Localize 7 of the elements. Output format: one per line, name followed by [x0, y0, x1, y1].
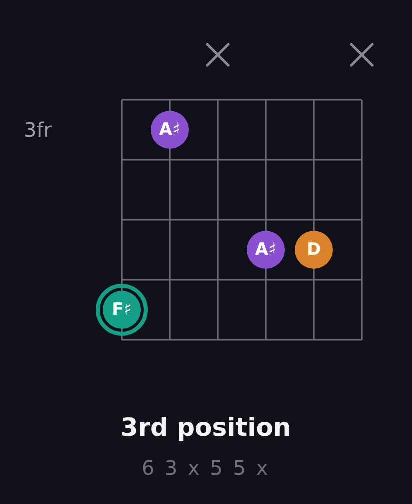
note-dot: F♯	[96, 284, 148, 336]
note-dot: D	[295, 231, 333, 269]
note-dot: A♯	[151, 111, 189, 149]
fret-number: 3fr	[24, 117, 52, 144]
title: 3rd position	[120, 412, 292, 444]
fingering-caption: 6 3 x 5 5 x	[140, 455, 272, 482]
note-dot: A♯	[247, 231, 285, 269]
